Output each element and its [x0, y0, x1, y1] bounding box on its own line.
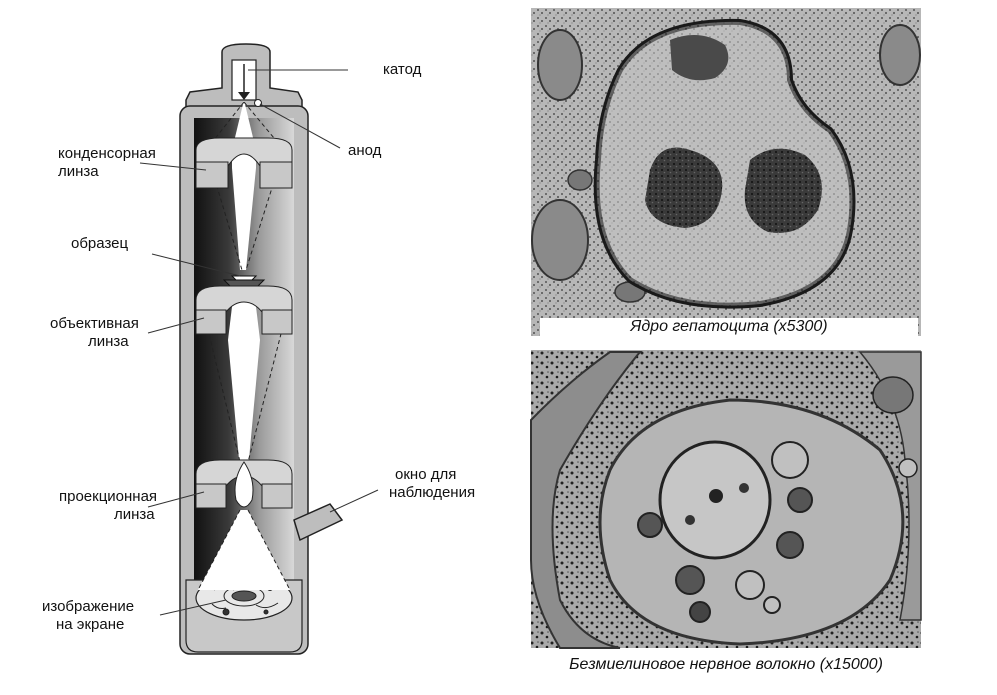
microscope-column: [179, 43, 344, 655]
condenser-lens-label: конденсорная линза: [58, 145, 156, 180]
projection-lens-label: проекционная линза: [59, 488, 158, 523]
nerve-fiber-micrograph: [530, 350, 922, 649]
cathode-label: катод: [383, 61, 422, 78]
screen-image-label: изображение на экране: [42, 598, 135, 633]
viewing-window-label: окно для наблюдения: [389, 466, 476, 501]
objective-lens-shape: [195, 285, 293, 335]
projection-lens-shape: [195, 459, 293, 509]
specimen-label: образец: [71, 235, 129, 252]
condenser-lens-shape: [195, 137, 293, 189]
leader-lines: [139, 69, 379, 616]
nerve-fiber-caption: Безмиелиновое нервное волокно (х15000): [569, 656, 883, 673]
hepatocyte-caption: Ядро гепатоцита (х5300): [630, 318, 828, 335]
anode-label: анод: [348, 142, 382, 159]
hepatocyte-micrograph: [531, 8, 921, 336]
objective-lens-label: объективная линза: [50, 315, 139, 350]
